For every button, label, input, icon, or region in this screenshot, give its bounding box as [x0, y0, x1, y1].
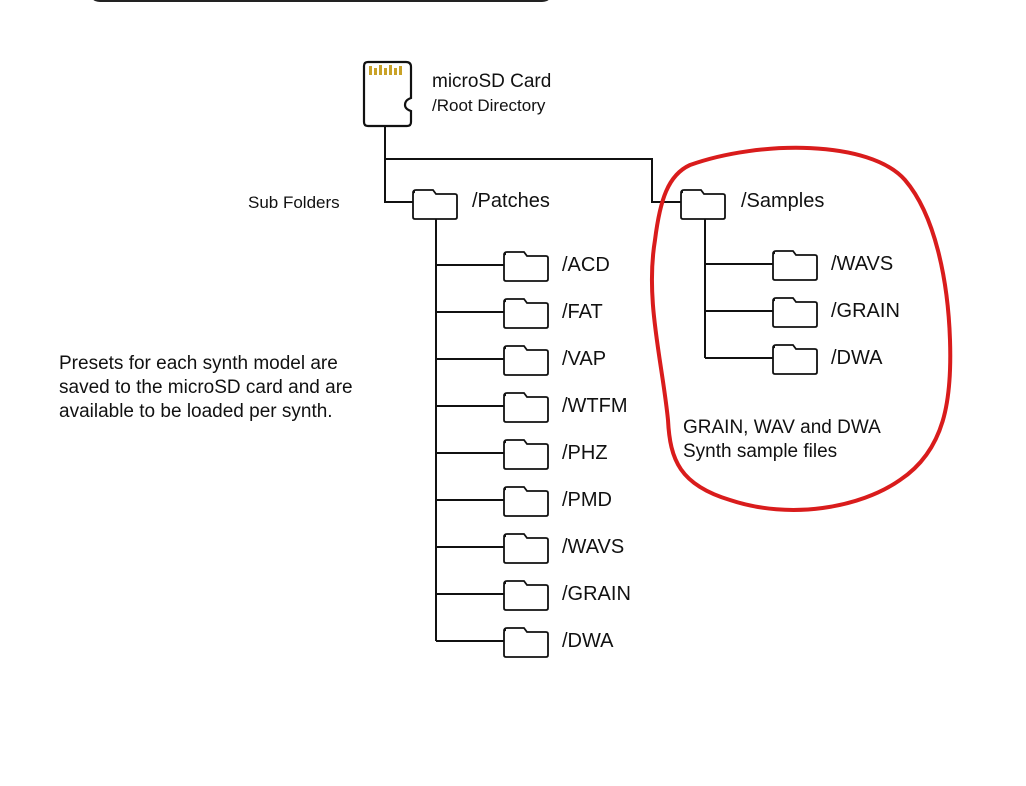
patches-child-label[interactable]: /GRAIN [562, 583, 631, 605]
folder-icon [503, 486, 549, 517]
folder-icon [503, 627, 549, 658]
patches-child-label[interactable]: /PHZ [562, 442, 608, 464]
patches-child-label[interactable]: /VAP [562, 348, 607, 370]
patches-child-label[interactable]: /DWA [562, 630, 614, 652]
folder-icon [503, 580, 549, 611]
folder-icon [503, 345, 549, 376]
samples-child-label[interactable]: /WAVS [831, 253, 894, 275]
patches-label[interactable]: /Patches [472, 190, 550, 212]
sub-folders-label: Sub Folders [248, 193, 340, 212]
folder-icon [503, 392, 549, 423]
top-bar [88, 0, 554, 2]
root-title: microSD Card [432, 71, 552, 92]
folder-icon [503, 533, 549, 564]
samples-child-label[interactable]: /GRAIN [831, 300, 900, 322]
samples-note-line: Synth sample files [683, 441, 838, 462]
folder-icon [680, 189, 726, 220]
patches-child-label[interactable]: /PMD [562, 489, 612, 511]
samples-highlight-outline [649, 145, 953, 512]
folder-icon [503, 251, 549, 282]
samples-child-label[interactable]: /DWA [831, 347, 883, 369]
folder-icon [772, 297, 818, 328]
folder-icon [503, 298, 549, 329]
folder-icon [772, 250, 818, 281]
folder-icon [772, 344, 818, 375]
root-trunk-line [384, 126, 413, 203]
presets-note: Presets for each synth model are saved t… [59, 352, 399, 424]
presets-note-line: saved to the microSD card and are [59, 377, 353, 398]
patches-child-label[interactable]: /ACD [562, 254, 610, 276]
patches-child-label[interactable]: /WTFM [562, 395, 628, 417]
presets-note-line: available to be loaded per synth. [59, 401, 333, 422]
presets-note-line: Presets for each synth model are [59, 353, 338, 374]
microsd-card-icon [362, 60, 413, 128]
samples-note-line: GRAIN, WAV and DWA [683, 417, 881, 438]
root-to-samples-line [385, 158, 681, 203]
folder-icon [412, 189, 458, 220]
patches-child-label[interactable]: /WAVS [562, 536, 625, 558]
root-subtitle: /Root Directory [432, 96, 546, 115]
folder-icon [503, 439, 549, 470]
samples-label[interactable]: /Samples [741, 190, 825, 212]
patches-child-label[interactable]: /FAT [562, 301, 603, 323]
samples-note: GRAIN, WAV and DWA Synth sample files [683, 416, 923, 464]
